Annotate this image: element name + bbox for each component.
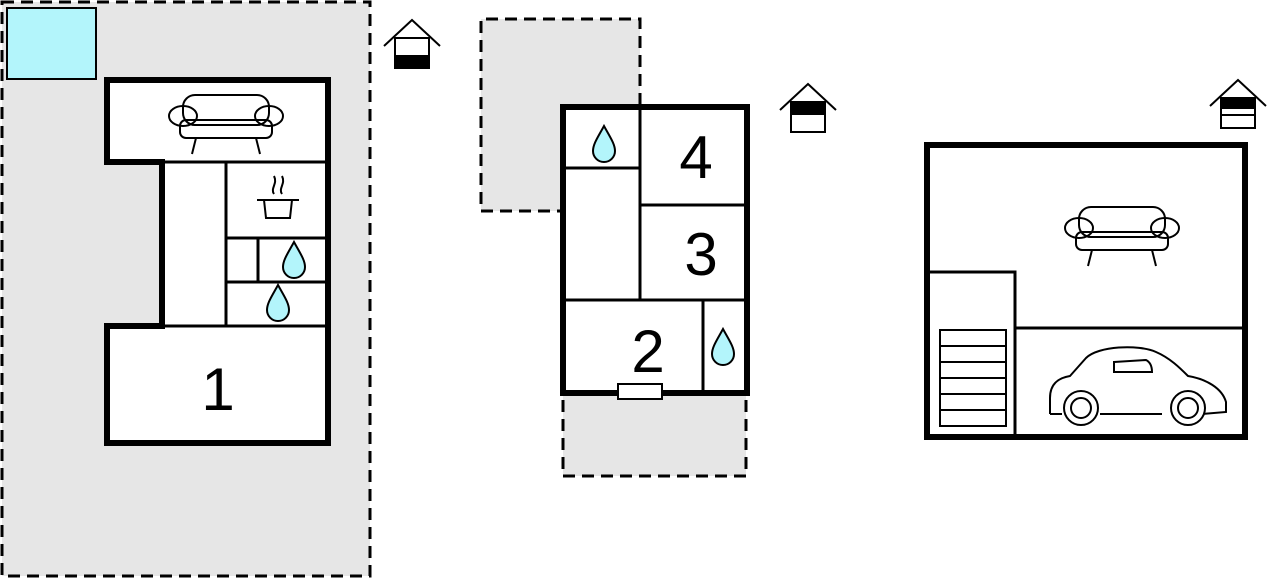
cooking-pot-icon [257, 175, 299, 219]
house-walls [924, 142, 1248, 440]
stairs-icon [939, 329, 1007, 427]
pool-icon [6, 7, 97, 80]
room-label: 4 [679, 124, 712, 191]
water-drop-icon [265, 282, 291, 322]
room-label: 3 [684, 221, 717, 288]
floor-level-icon [383, 18, 441, 69]
water-drop-icon [710, 326, 736, 366]
floor-level-icon [1209, 78, 1267, 129]
water-drop-icon [591, 123, 617, 163]
sofa-icon [168, 94, 284, 155]
floor-plan-first: 4 3 2 [479, 17, 837, 478]
terrace-area [561, 391, 748, 478]
floor-plan-basement [924, 78, 1267, 440]
door-icon [617, 383, 663, 400]
room-label: 1 [201, 356, 234, 423]
floor-level-icon [779, 82, 837, 133]
room-label: 2 [631, 318, 664, 385]
sofa-icon [1064, 206, 1180, 267]
floor-plan-ground: 1 [0, 0, 441, 578]
wall [927, 270, 1017, 437]
water-drop-icon [281, 239, 307, 279]
car-icon [1049, 346, 1227, 426]
